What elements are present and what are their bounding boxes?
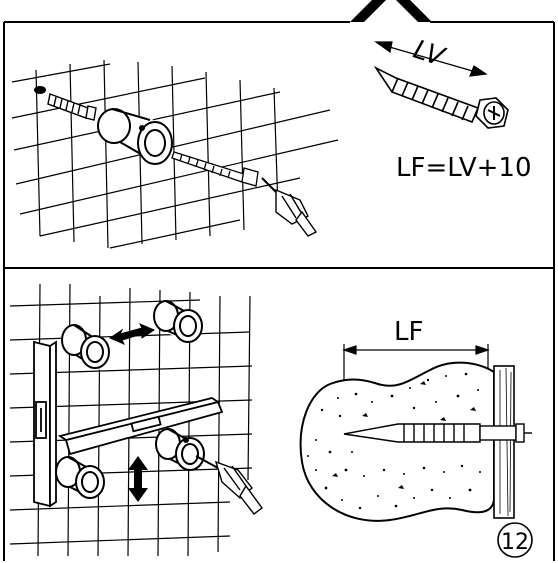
vertical-double-arrow-icon: [128, 456, 148, 502]
horizontal-spirit-level-icon: [57, 397, 224, 456]
diagram-frame: [3, 21, 555, 561]
formula-label: LF=LV+10: [396, 153, 532, 183]
step-number-badge: 12: [497, 522, 533, 558]
vertical-spirit-level-icon: [33, 340, 57, 508]
screw-closeup-icon: [373, 65, 509, 129]
upper-sleeve-right-icon: [153, 300, 203, 344]
upper-sleeve-left-icon: [61, 324, 110, 370]
lower-screwdriver-icon: [195, 455, 263, 515]
horizontal-double-arrow-icon: [108, 323, 156, 345]
drill-hole-icon: [34, 86, 46, 94]
concrete-speckles: [307, 372, 481, 510]
anchor-in-concrete-icon: [343, 423, 532, 443]
screwdriver-icon: [261, 177, 318, 237]
wall-plug-anchor-icon: [47, 93, 97, 121]
lower-sleeve-left-icon: [55, 456, 105, 499]
top-fragment: [350, 0, 432, 22]
lv-label: LV: [410, 35, 450, 74]
step-number: 12: [501, 530, 529, 555]
lower-sleeve-right-icon: [155, 428, 205, 471]
wood-plate-icon: [493, 365, 515, 519]
hex-head-screw-icon: [171, 151, 259, 187]
tube-sleeve-icon: [97, 108, 173, 165]
lf-label: LF: [394, 317, 423, 347]
lv-dimension: [374, 41, 488, 77]
